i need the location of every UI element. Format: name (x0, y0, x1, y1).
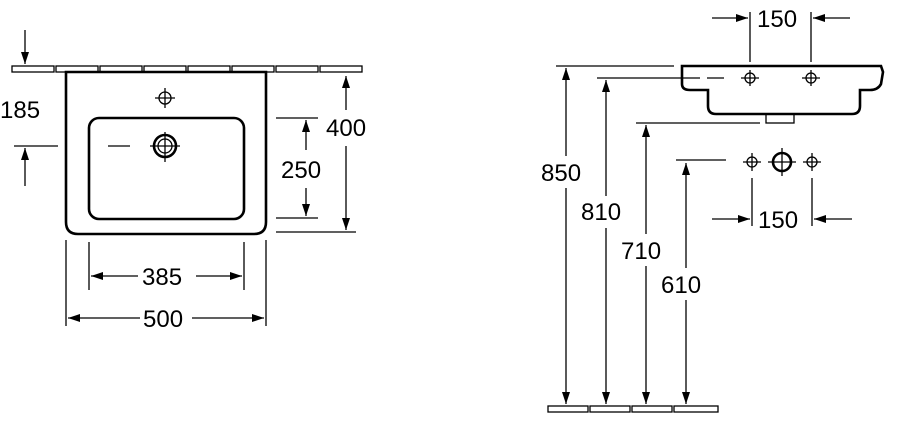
height-610-label: 610 (661, 272, 701, 299)
tap-hole-icon (155, 88, 175, 108)
width-label: 500 (143, 306, 183, 333)
height-810-label: 810 (581, 199, 621, 226)
tap-spacing-bottom-label: 150 (758, 207, 798, 234)
tap-spacing-top-dimension (712, 12, 850, 62)
outer-depth-label: 400 (326, 115, 366, 142)
depth-label: 185 (0, 97, 40, 124)
width-dimension-500 (65, 240, 267, 326)
drain-connection-icon (768, 148, 796, 176)
front-view: 185 250 400 385 (0, 30, 366, 333)
height-850-label: 850 (541, 160, 581, 187)
connection-row (676, 148, 821, 176)
floor-tiles (547, 405, 719, 413)
drain-icon (108, 132, 180, 162)
height-710-label: 710 (621, 238, 661, 265)
bowl-width-dimension-385 (88, 242, 245, 290)
depth-dimension-185 (14, 30, 58, 186)
tap-hole-right-icon (802, 70, 820, 86)
basin-outline (64, 70, 268, 236)
basin-side-profile (680, 64, 885, 116)
bowl-width-label: 385 (142, 264, 182, 291)
outer-depth-dimension-400 (276, 76, 356, 233)
supply-left-icon (743, 153, 761, 171)
tap-spacing-top-label: 150 (757, 6, 797, 33)
trap-stub (765, 113, 795, 124)
supply-right-icon (803, 153, 821, 171)
tap-hole-left-icon (707, 70, 759, 86)
inner-depth-label: 250 (281, 157, 321, 184)
tap-spacing-bottom-dimension (712, 178, 852, 226)
side-view: 150 (541, 6, 885, 413)
bowl-outline (87, 116, 246, 221)
inner-depth-dimension-250 (276, 117, 318, 219)
